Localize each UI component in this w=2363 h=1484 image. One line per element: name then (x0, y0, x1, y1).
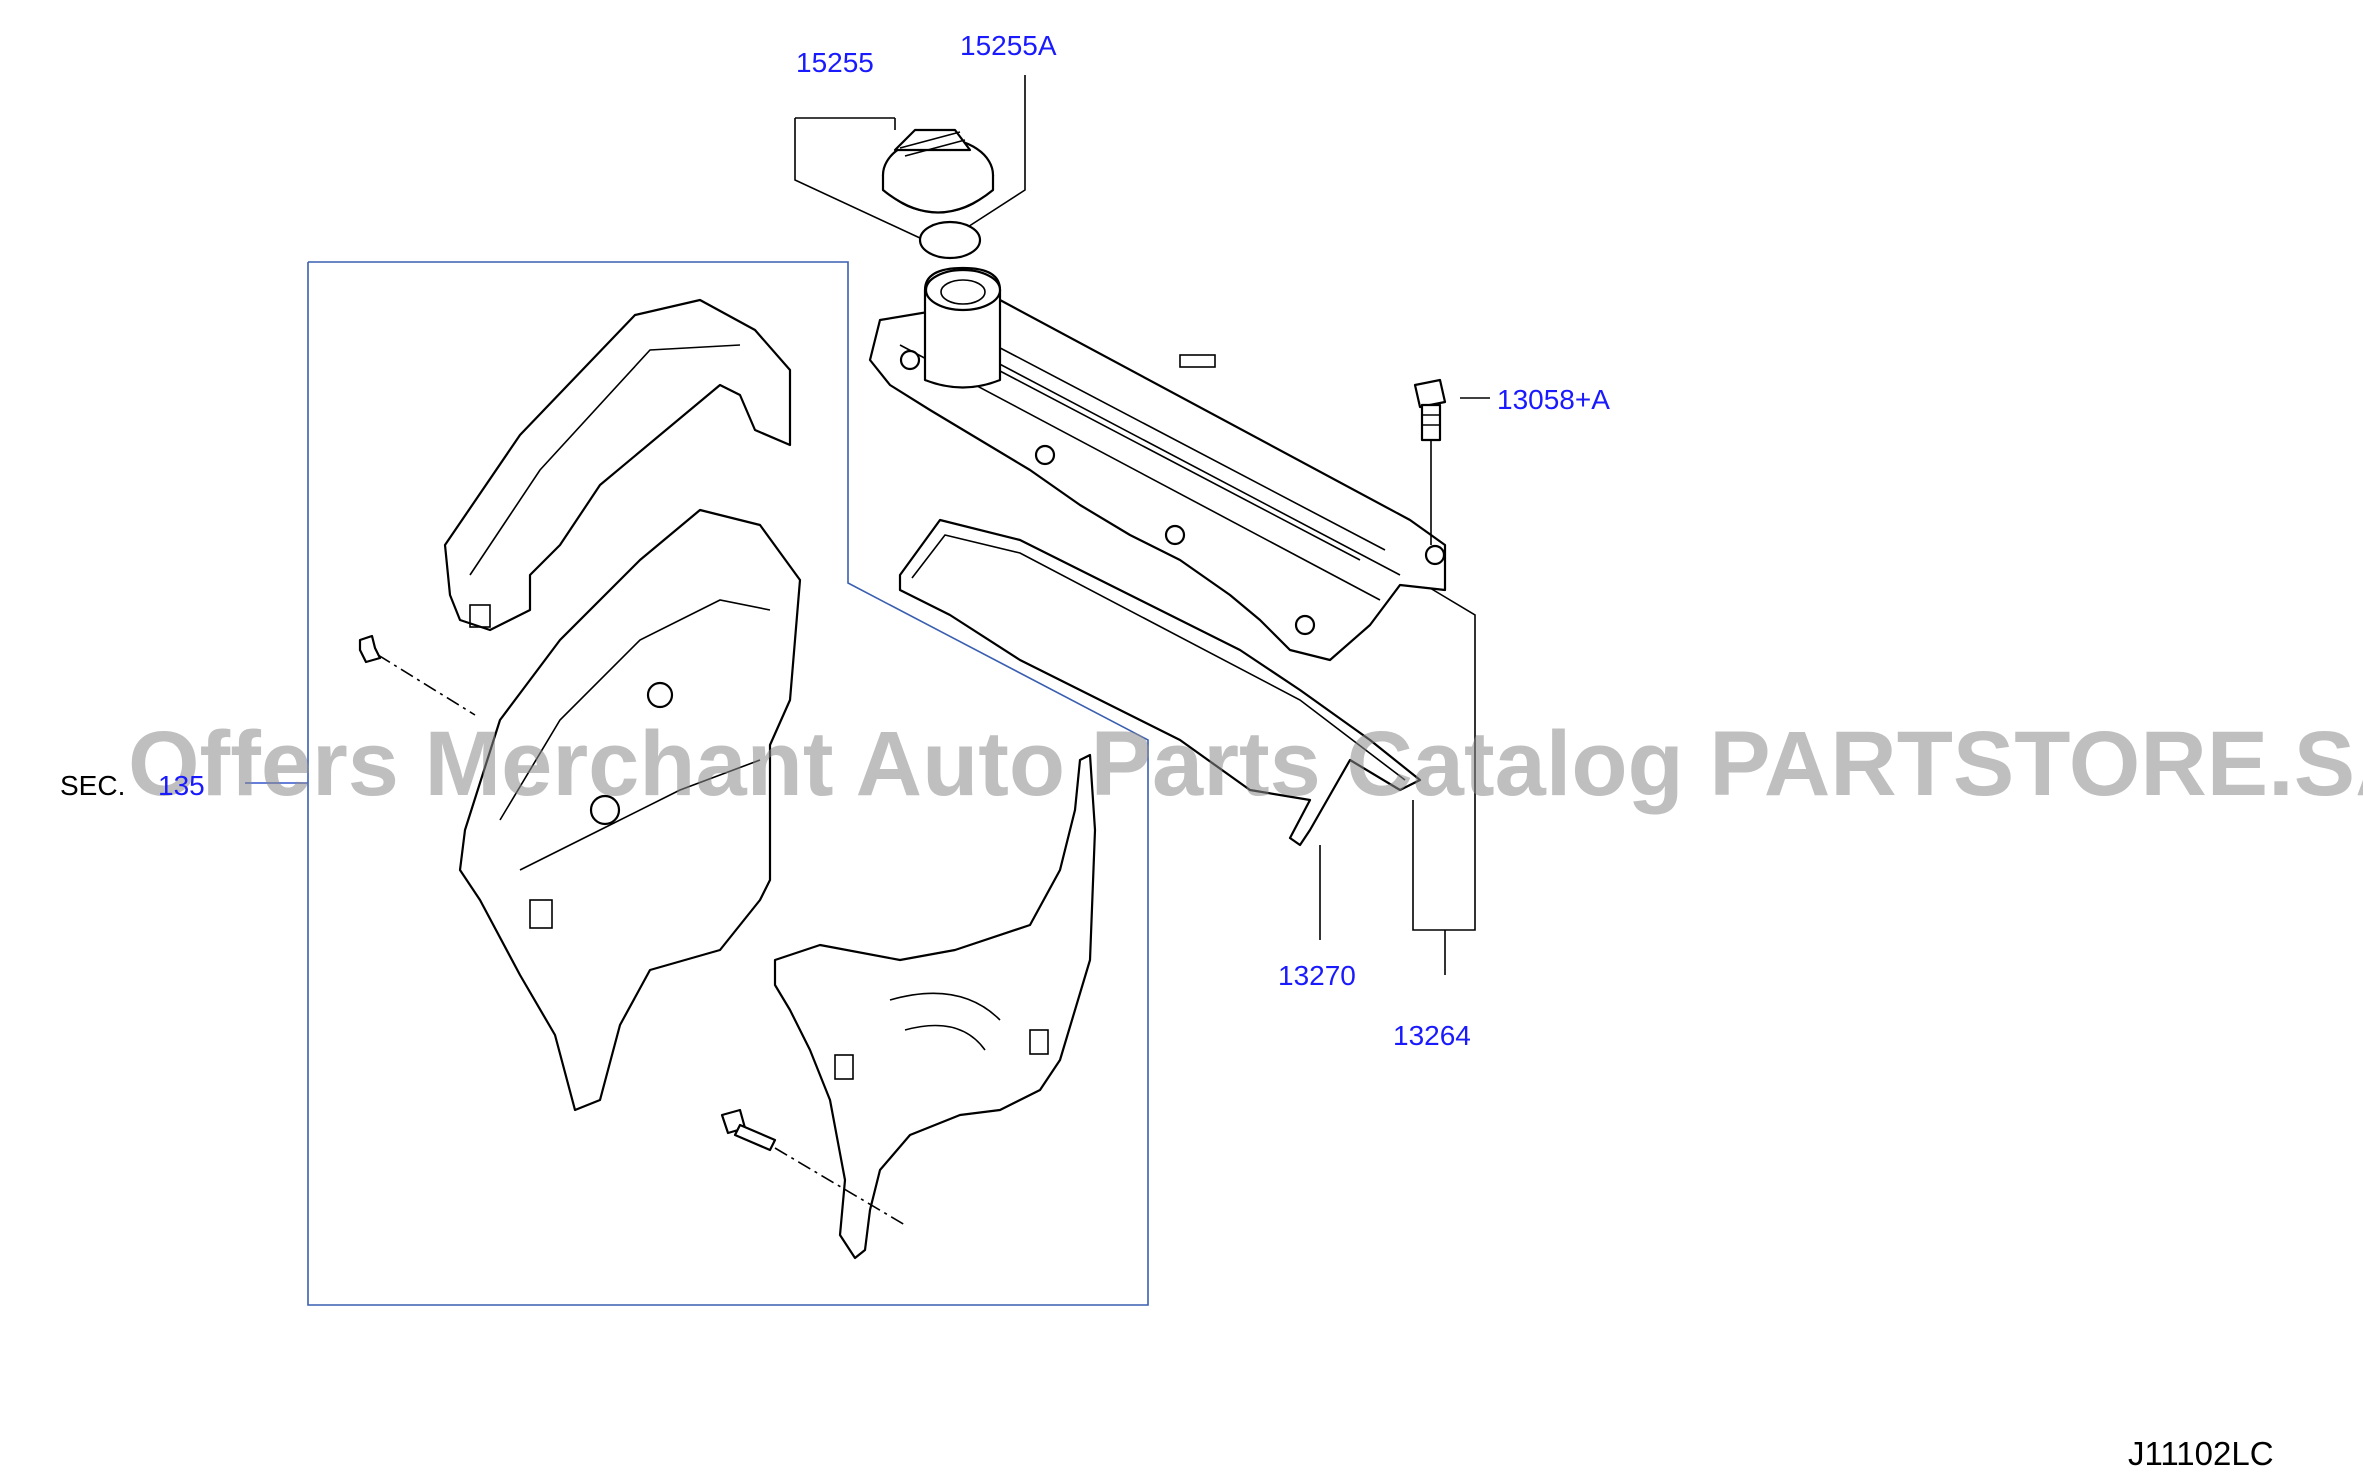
watermark-text: Offers Merchant Auto Parts Catalog PARTS… (128, 713, 2363, 815)
callout-15255[interactable]: 15255 (796, 47, 874, 78)
section-ref-prefix: SEC. (60, 770, 125, 801)
callout-13058a[interactable]: 13058+A (1497, 384, 1610, 415)
upper-timing-cover (443, 298, 792, 632)
oil-filler-cap (881, 128, 995, 214)
section-ref-number[interactable]: 135 (158, 770, 205, 801)
callout-13264[interactable]: 13264 (1393, 1020, 1471, 1051)
cap-gasket (918, 220, 982, 260)
gasket-inner-line (911, 534, 1406, 781)
rocker-cover (868, 266, 1447, 662)
group-frame (307, 261, 1149, 1306)
cover-mounting-bolt (720, 1108, 906, 1226)
cover-bolt (1413, 378, 1447, 545)
callout-13270[interactable]: 13270 (1278, 960, 1356, 991)
diagram-code: J11102LC (2128, 1435, 2274, 1472)
front-timing-cover (458, 508, 802, 1112)
trim-clip (358, 634, 476, 716)
callout-15255a[interactable]: 15255A (960, 30, 1057, 61)
leader-lines (245, 75, 1490, 975)
rocker-cover-gasket (898, 518, 1422, 847)
rear-timing-cover (773, 753, 1097, 1260)
